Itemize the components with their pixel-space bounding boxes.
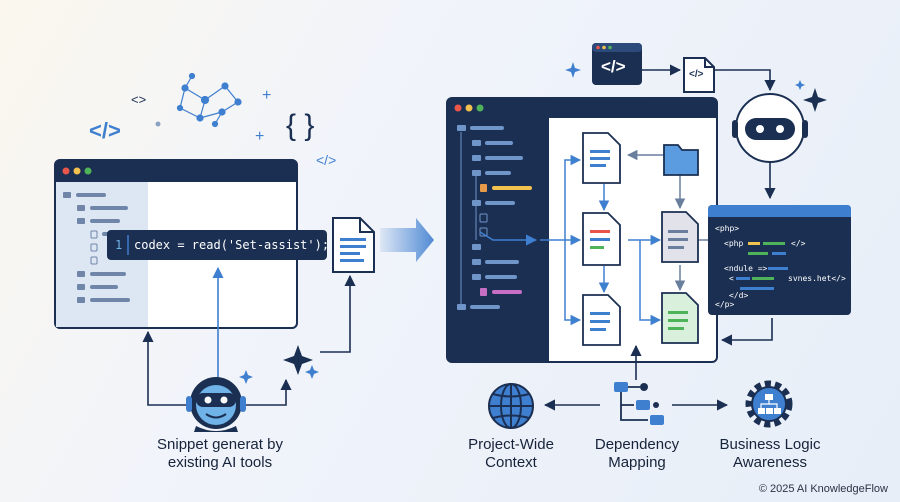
code-panel-line5: < [729, 274, 734, 283]
dependency-label: Dependency Mapping [577, 436, 697, 472]
business-label-line2: Awareness [733, 454, 807, 471]
generated-code-panel [708, 205, 851, 315]
floating-code-tag-1: </> [89, 118, 121, 143]
ai-assistant-robot [732, 93, 808, 163]
code-panel-line8: </p> [715, 300, 735, 309]
floating-angle-tag: <> [131, 92, 147, 107]
snippet-label-line1: Snippet generat by [157, 436, 283, 453]
project-explorer-window [446, 97, 718, 363]
dependency-label-line1: Dependency [594, 436, 680, 453]
floating-plus-1: + [262, 87, 272, 104]
floating-code-tag-2: </> [316, 152, 337, 168]
business-label-line1: Business Logic [719, 436, 821, 453]
code-file-icon [683, 57, 715, 93]
sparkle-icon-right [565, 62, 827, 112]
snippet-label-line2: existing AI tools [167, 454, 273, 471]
arrow-sparkle-to-doc [320, 274, 356, 353]
floating-plus-2: + [255, 128, 265, 145]
dependency-label-line2: Mapping [608, 454, 666, 471]
code-panel-line1: <php> [715, 224, 740, 233]
network-graph-icon [176, 72, 242, 128]
code-line-text: codex = read('Set-assist'); [134, 238, 330, 252]
code-panel-line2: <php [724, 239, 744, 248]
file-code-tag: </> [689, 69, 704, 80]
arrow-file-to-robot [714, 69, 776, 92]
copyright-footer: © 2025 AI KnowledgeFlow [758, 483, 888, 495]
floating-braces: { } [286, 109, 315, 142]
code-panel-line7: </d> [729, 291, 749, 300]
code-panel-line6: svnes.het</> [788, 274, 846, 283]
code-line-number: 1 [115, 238, 123, 252]
arrow-robot-to-sparkle [242, 378, 292, 406]
code-panel-line3: </> [791, 239, 806, 248]
context-label-line2: Context [485, 454, 537, 471]
snippet-label: Snippet generat by existing AI tools [120, 436, 320, 472]
window-code-tag: </> [601, 57, 626, 76]
flow-arrow [380, 218, 434, 262]
globe-icon [488, 383, 534, 429]
sparkle-icon [239, 345, 319, 384]
document-icon [332, 217, 375, 273]
ai-robot-avatar [186, 377, 246, 432]
context-label-line1: Project-Wide [468, 436, 554, 453]
dependency-tree-icon [614, 382, 664, 425]
dot-decoration [155, 121, 161, 127]
code-snippet-bar [107, 230, 327, 260]
code-panel-line4: <ndule => [724, 264, 768, 273]
arrow-robot-to-editor [142, 330, 190, 406]
dependency-graph [540, 132, 708, 346]
context-label: Project-Wide Context [451, 436, 571, 472]
arrow-code-panel-to-project [720, 318, 773, 346]
gear-network-icon [745, 380, 793, 428]
code-window-small [592, 43, 642, 85]
business-label: Business Logic Awareness [700, 436, 840, 472]
